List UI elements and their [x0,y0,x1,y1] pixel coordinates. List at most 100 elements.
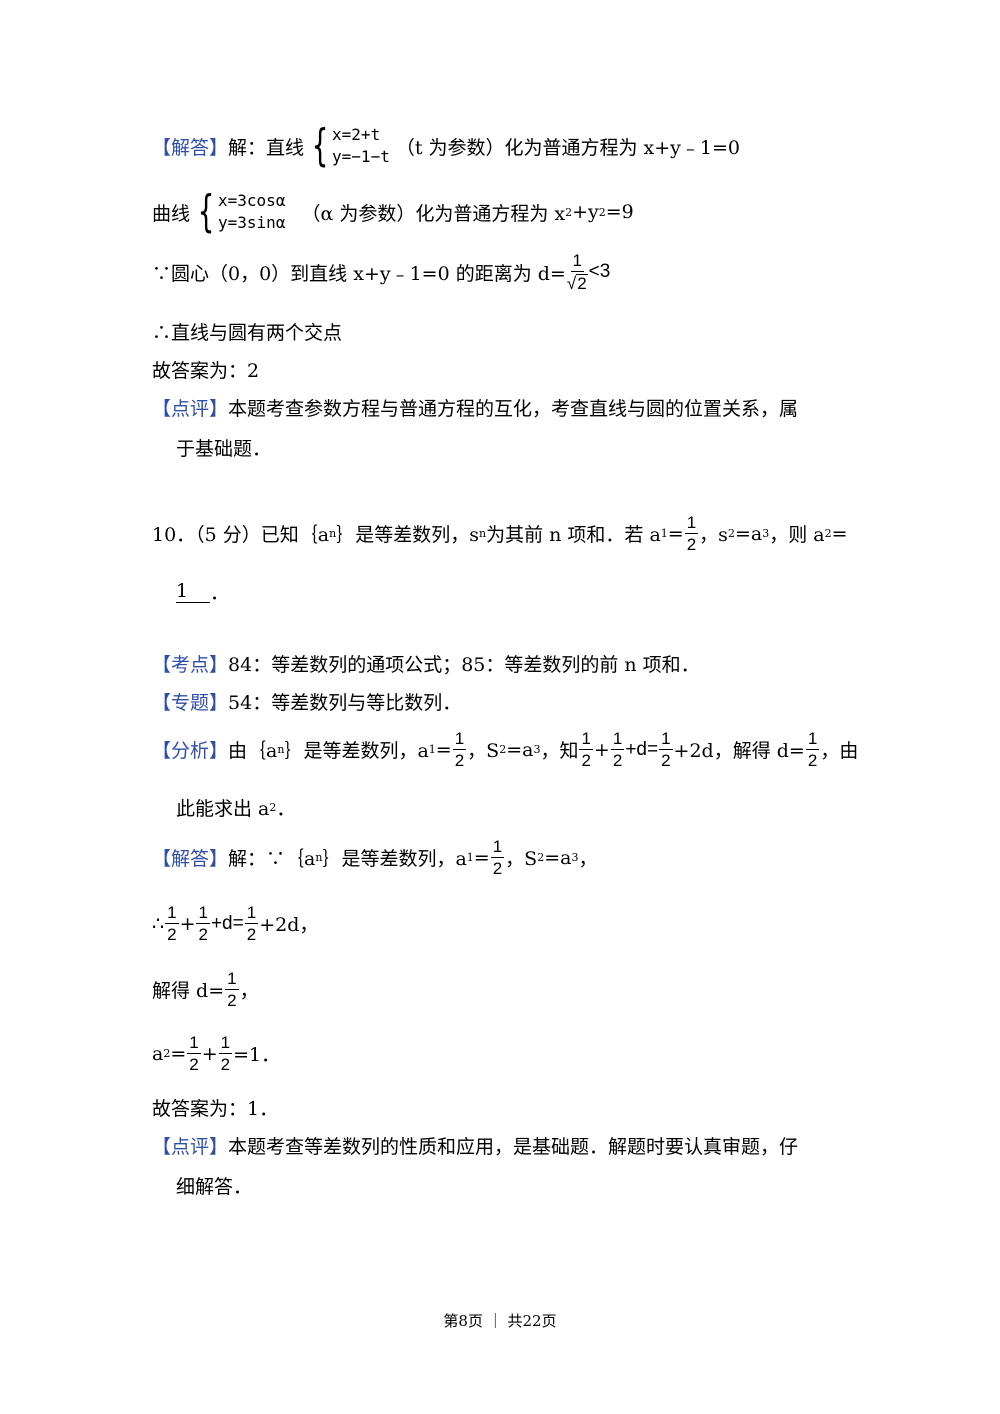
numerator: 1 [579,729,593,750]
text: =a [544,846,572,869]
denominator: 2 [686,535,697,554]
q9-conclusion: ∴直线与圆有两个交点 [152,322,343,344]
q9-solution-line-1: 【解答】 解：直线 { x=2+t y=−1−t （t 为参数）化为普通方程为 … [152,124,740,168]
numerator: 1 [684,513,699,534]
fraction: 1 √2 [567,252,588,292]
subscript: 2 [824,527,832,540]
q9-answer: 故答案为：2 [152,360,260,382]
q10-zhuanti: 【专题】 54：等差数列与等比数列． [152,688,461,715]
brace-icon: { [311,120,329,171]
numerator: 1 [490,837,505,858]
numerator: 1 [610,729,625,750]
equation-system: { x=3cosα y=3sinα [192,190,286,234]
text: 曲线 [152,202,191,225]
text: =a [506,738,534,761]
denominator: 2 [220,1055,231,1074]
text: ｝是等差数列，a [284,740,429,762]
denominator: 2 [198,925,208,944]
denominator: 2 [492,859,503,878]
numerator: 1 [218,1033,233,1054]
text: ，s [699,524,728,546]
numerator: 1 [659,729,673,750]
kaodian-tag: 【考点】 [152,654,229,676]
text: 解得 d= [152,980,225,1002]
zhuanti-tag: 【专题】 [152,692,229,714]
denominator: √2 [566,274,588,293]
text: <3 [588,261,611,282]
subscript: 2 [537,851,545,864]
denominator: 2 [246,925,257,944]
text: 解：直线 [228,136,305,159]
fenxi-tag: 【分析】 [152,740,229,762]
text: ， [239,980,259,1002]
text: +2d， [259,914,319,936]
q10-comment-line-1: 【点评】 本题考查等差数列的性质和应用，是基础题．解题时要认真审题，仔 [152,1132,798,1159]
numerator: 1 [452,729,467,750]
subscript: 1 [428,743,436,756]
numerator: 1 [805,729,820,750]
solution-tag: 【解答】 [152,848,229,870]
denominator: 2 [167,925,177,944]
radicand: 2 [576,274,588,293]
text: =a [734,522,763,545]
denominator: 2 [807,751,818,770]
text: ，由 [820,740,859,762]
superscript: 2 [565,205,573,219]
subscript: 3 [571,851,579,864]
answer-underline: 1 [176,580,210,603]
text: a [152,1042,164,1065]
text: +2d，解得 d= [673,740,805,762]
q10-answer-line: 故答案为：1． [152,1098,279,1120]
text: 本题考查等差数列的性质和应用，是基础题．解题时要认真审题，仔 [228,1136,799,1158]
denominator: 2 [454,751,465,770]
text: 本题考查参数方程与普通方程的互化，考查直线与圆的位置关系，属 [228,398,799,420]
text: 解：∵｛a [228,848,316,870]
page-footer: 第8页 ｜ 共22页 [443,1312,557,1330]
text: ． [210,582,230,604]
denominator: 2 [189,1055,199,1074]
denominator: 2 [581,751,591,770]
numerator: 1 [244,903,259,924]
q10-kaodian: 【考点】 84：等差数列的通项公式；85：等差数列的前 n 项和． [152,650,700,677]
text: +d= [625,738,659,760]
system-row: x=3cosα [218,191,286,210]
subscript: 2 [499,743,507,756]
numerator: 1 [187,1033,201,1054]
subscript: n [277,743,285,756]
subscript: 2 [727,527,735,540]
text: ，S [505,848,538,870]
subscript: 1 [466,851,474,864]
equation-system: { x=2+t y=−1−t [306,124,390,168]
subscript: n [479,527,487,540]
text: ∴ [152,912,165,935]
subscript: 3 [762,527,770,540]
text: ，则 a [769,524,825,546]
text: ， [578,848,598,870]
q9-comment-line-2: 于基础题． [176,438,272,460]
q10-answer-blank: 1． [176,578,229,605]
comment-tag: 【点评】 [152,1136,229,1158]
system-row: x=2+t [332,125,381,144]
text: +d= [210,912,244,934]
text: ，S [467,740,500,762]
subscript: n [315,851,323,864]
subscript: 2 [269,801,277,814]
numerator: 1 [570,251,584,272]
text: 此能求出 a [176,798,270,820]
subscript: 1 [660,527,668,540]
text: 54：等差数列与等比数列． [228,692,462,714]
denominator: 2 [227,991,237,1010]
